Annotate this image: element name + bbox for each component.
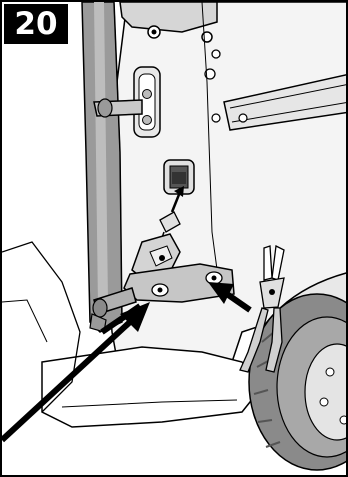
step-number-badge: 20 — [4, 4, 68, 44]
panel-bolt-icon — [212, 114, 220, 122]
door-sill — [42, 347, 262, 427]
panel-bolt-icon — [212, 50, 220, 58]
rail-bolt-icon — [239, 114, 247, 122]
lower-body-edge — [2, 242, 80, 412]
